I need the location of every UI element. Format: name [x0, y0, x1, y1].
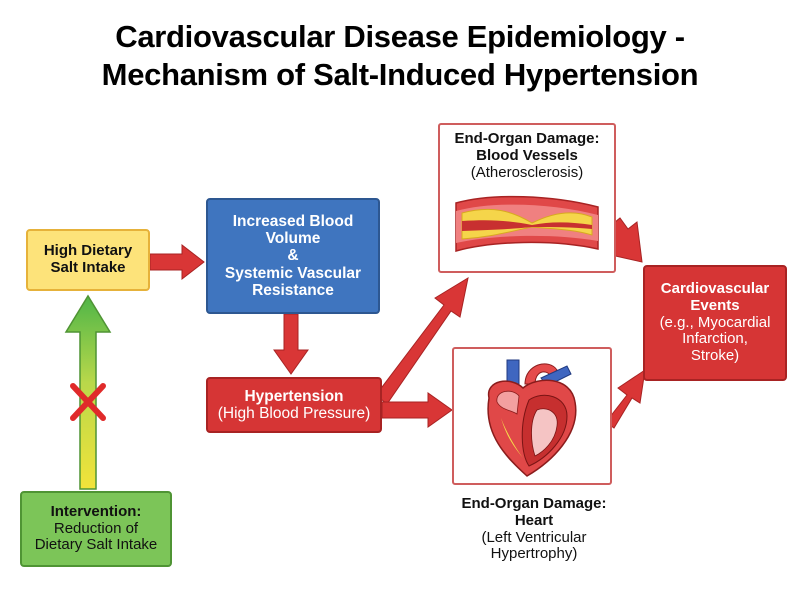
heart-line-2: Heart — [514, 511, 554, 529]
events-sub-3: Stroke) — [690, 347, 740, 365]
blood-line-2: Volume — [265, 229, 321, 247]
hypertension-title: Hypertension — [244, 387, 344, 405]
blood-line-4: Systemic Vascular — [224, 264, 362, 282]
block-x-icon — [70, 383, 106, 421]
heart-hypertrophy-icon — [487, 359, 577, 477]
events-sub-2: Infarction, — [682, 330, 748, 348]
blood-line-3: & — [287, 247, 299, 265]
node-intervention: Intervention: Reduction of Dietary Salt … — [20, 491, 172, 567]
heart-sub-2: Hypertrophy) — [490, 545, 578, 563]
node-damage-blood-vessels: End-Organ Damage: Blood Vessels (Atheros… — [438, 123, 616, 273]
artery-plaque-icon — [455, 196, 599, 253]
intervention-line-1: Reduction of — [53, 519, 139, 537]
arrow-hypertension-to-vessels — [375, 276, 469, 405]
salt-line-1: High Dietary — [43, 242, 133, 260]
heart-sub-1: (Left Ventricular — [481, 528, 587, 546]
arrow-salt-to-blood — [149, 243, 205, 281]
vessels-line-1: End-Organ Damage: — [454, 130, 600, 147]
events-line-2: Events — [690, 296, 740, 314]
title-line-2: Mechanism of Salt-Induced Hypertension — [101, 57, 699, 92]
blood-line-5: Resistance — [252, 282, 334, 300]
heart-line-1: End-Organ Damage: — [461, 495, 607, 512]
title-line-1: Cardiovascular Disease Epidemiology - — [115, 19, 685, 54]
node-increased-blood-volume: Increased Blood Volume & Systemic Vascul… — [206, 198, 380, 314]
vessels-sub: (Atherosclerosis) — [470, 163, 584, 181]
arrow-intervention-to-salt — [64, 294, 112, 490]
node-cardiovascular-events: Cardiovascular Events (e.g., Myocardial … — [643, 265, 787, 381]
arrow-heart-to-events — [605, 368, 646, 429]
intervention-line-2: Dietary Salt Intake — [34, 536, 158, 554]
node-heart-image — [452, 347, 612, 485]
vessels-line-2: Blood Vessels — [476, 146, 578, 164]
events-line-1: Cardiovascular — [660, 280, 770, 297]
salt-line-2: Salt Intake — [50, 259, 126, 276]
blood-line-1: Increased Blood — [232, 212, 354, 230]
events-sub-1: (e.g., Myocardial — [659, 313, 771, 331]
arrow-blood-to-hypertension — [273, 313, 309, 375]
hypertension-subtitle: (High Blood Pressure) — [217, 405, 371, 422]
node-hypertension: Hypertension (High Blood Pressure) — [206, 377, 382, 433]
intervention-title: Intervention: — [50, 502, 142, 520]
node-high-salt-intake: High Dietary Salt Intake — [26, 229, 150, 291]
diagram-title: Cardiovascular Disease Epidemiology - Me… — [0, 18, 800, 94]
heart-damage-label: End-Organ Damage: Heart (Left Ventricula… — [420, 495, 648, 563]
arrow-hypertension-to-heart — [381, 392, 453, 428]
